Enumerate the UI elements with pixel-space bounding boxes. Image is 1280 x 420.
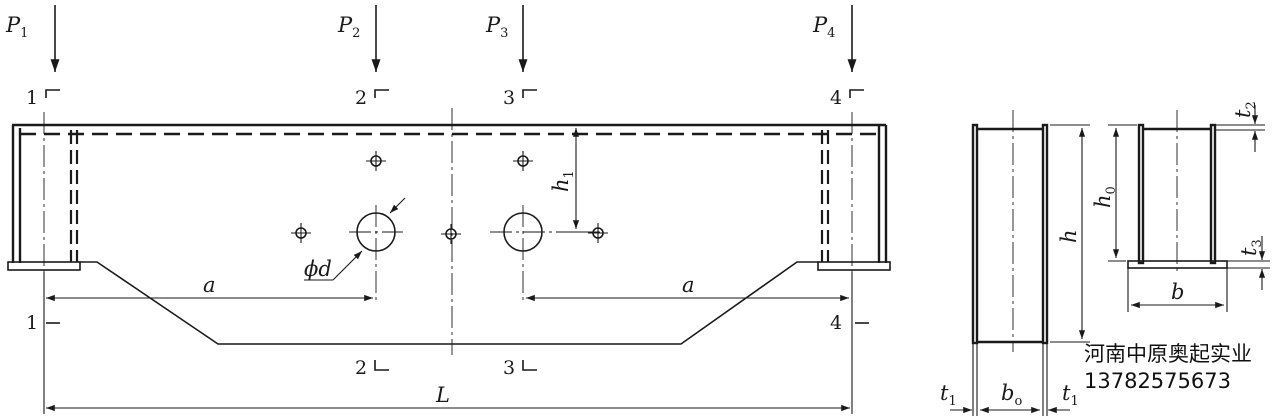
hole-large-1 [349, 205, 403, 300]
a-label-right: a [682, 273, 695, 297]
load-label-p1: P1 [5, 13, 28, 41]
section-mark-top-3: 3 [503, 87, 537, 109]
hole-small-3 [291, 223, 311, 243]
h1-dimension [568, 128, 600, 233]
t1-b0-dimension [950, 343, 1070, 416]
t1-label-right: t1 [1062, 381, 1079, 409]
svg-text:4: 4 [830, 87, 842, 109]
watermark-phone: 13782575673 [1084, 369, 1231, 393]
hole-small-5 [588, 223, 608, 243]
svg-text:2: 2 [355, 357, 367, 379]
svg-text:3: 3 [503, 87, 515, 109]
section-mark-top-4: 4 [830, 87, 864, 109]
hole-small-2 [513, 151, 533, 171]
section-mark-bottom-4: 4 [830, 312, 869, 334]
diameter-leader [304, 197, 406, 281]
h0-dimension [1108, 124, 1137, 262]
diameter-label: ϕd [304, 257, 332, 281]
section-mark-bottom-1: 1 [26, 312, 60, 334]
side-section-view [971, 110, 1049, 352]
t2-label: t2 [1231, 101, 1259, 118]
load-label-p2: P2 [337, 13, 360, 41]
b-label: b [1171, 280, 1184, 304]
load-label-p3: P3 [485, 13, 508, 41]
watermark-company: 河南中原奥起实业 [1084, 342, 1252, 366]
svg-text:3: 3 [503, 357, 515, 379]
svg-text:1: 1 [26, 87, 38, 109]
t1-label-left: t1 [940, 381, 957, 409]
section-mark-bottom-2: 2 [355, 357, 389, 379]
L-label: L [435, 383, 450, 407]
h0-label: h0 [1091, 186, 1119, 208]
section-mark-top-1: 1 [26, 87, 60, 109]
h1-label: h1 [549, 170, 577, 192]
a-label-left: a [203, 273, 216, 297]
b-dimension [1127, 268, 1228, 312]
t3-dimension [1227, 236, 1270, 290]
svg-text:2: 2 [355, 87, 367, 109]
t3-label: t3 [1237, 239, 1265, 256]
t2-dimension [1215, 105, 1265, 152]
h-label: h [1057, 229, 1081, 243]
end-section-view [1127, 110, 1228, 272]
hole-small-4 [441, 224, 461, 244]
h-dimension [1050, 124, 1090, 343]
hole-large-2 [490, 205, 572, 300]
svg-text:1: 1 [26, 312, 38, 334]
section-mark-bottom-3: 3 [503, 357, 537, 379]
section-mark-top-2: 2 [355, 87, 389, 109]
beam-elevation [7, 108, 891, 355]
load-label-p4: P4 [812, 13, 835, 41]
svg-text:4: 4 [830, 312, 842, 334]
b0-label: bo [1001, 381, 1022, 409]
hole-small-1 [366, 151, 386, 171]
